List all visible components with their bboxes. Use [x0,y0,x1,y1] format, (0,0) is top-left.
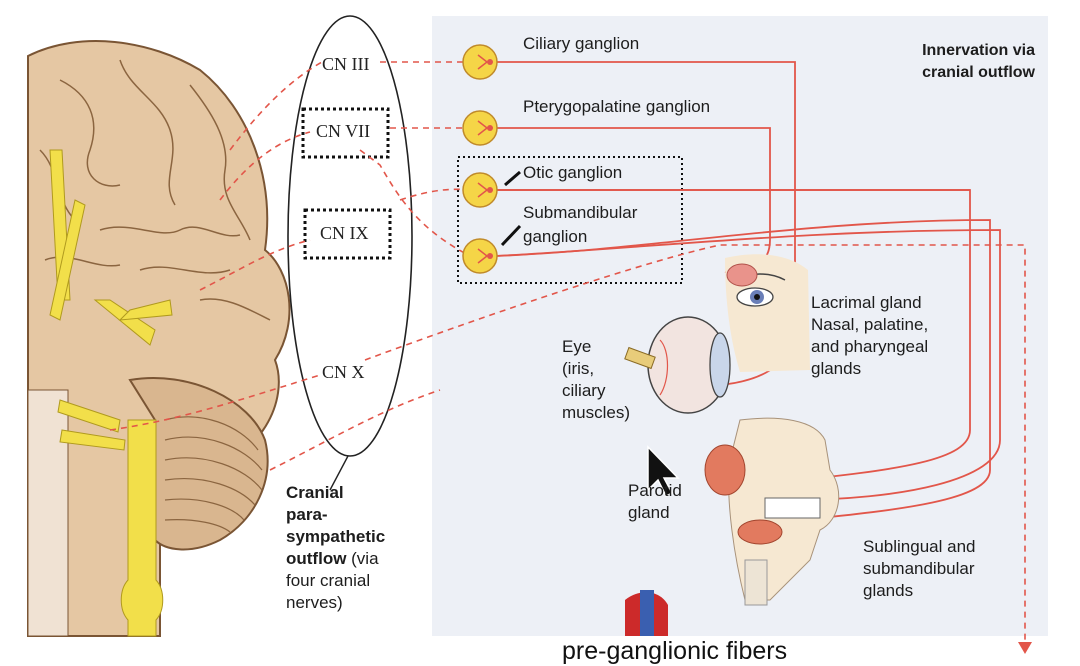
cn-iii-label: CN III [322,54,370,74]
eye-label: Eye (iris, ciliary muscles) [562,336,630,424]
cn-ix-highlight [303,208,392,260]
ganglion-submandibular [462,238,498,274]
panel-title: Innervation via cranial outflow [922,42,1035,81]
sublingual-label-line: Sublingual and [863,537,976,556]
cn-vii-label: CN VII [316,121,371,141]
cn-vii-highlight [301,107,390,159]
lacrimal-label: Lacrimal gland Nasal, palatine, and phar… [811,292,928,380]
pterygopalatine-ganglion-label: Pterygopalatine ganglion [523,97,711,116]
ciliary-ganglion-label: Ciliary ganglion [523,34,640,53]
otic-ganglion-label: Otic ganglion [523,163,623,182]
mouse-cursor [647,445,680,498]
sublingual-label-line: glands [863,581,914,600]
eye-illustration [624,316,731,414]
otic-submandibular-highlight [457,156,683,284]
eye-label-line: muscles) [562,403,631,422]
lacrimal-label-line: Nasal, palatine, [811,315,929,334]
brain-illustration [27,40,291,637]
sublingual-label: Sublingual and submandibular glands [863,536,975,602]
cranial-nerve-oval [287,15,413,457]
brain-fibers [109,61,323,431]
outflow-bold-word: outflow [286,549,347,568]
footer-caption: pre-ganglionic fibers [562,637,788,665]
lacrimal-label-line: Lacrimal gland [811,293,922,312]
preganglionic-fibers [269,61,1026,645]
parotid-label-line: Parotid [628,481,682,500]
cn-ix-label: CN IX [320,223,369,243]
outflow-caption-line: four cranial [286,571,371,590]
submandibular-ganglion-label-line2: ganglion [523,227,588,246]
ganglion-ciliary [462,44,498,80]
head-illustration [704,417,840,606]
outflow-caption-mixed-line: outflow (via [286,548,385,570]
eye-label-line: Eye [562,337,592,356]
ganglion-pterygopalatine [462,110,498,146]
submandibular-ganglion-label-line1: Submandibular [523,203,638,222]
heart-illustration [625,590,668,636]
outflow-caption-line: Cranial [286,483,344,502]
outflow-rest: (via [346,549,379,568]
sublingual-label-line: submandibular [863,559,975,578]
outflow-caption-line: para- [286,505,328,524]
eye-label-line: ciliary [562,381,606,400]
lacrimal-label-line: and pharyngeal [811,337,929,356]
cn-x-label: CN X [322,362,365,382]
parotid-label: Parotid gland [628,480,682,524]
lacrimal-face-illustration [725,254,810,372]
eye-label-line: (iris, [562,359,595,378]
parotid-label-line: gland [628,503,670,522]
outflow-caption: Cranial para- sympathetic outflow (via f… [286,482,385,614]
ganglion-otic [462,172,498,208]
lacrimal-label-line: glands [811,359,862,378]
outflow-caption-line: sympathetic [286,527,386,546]
outflow-caption-line: nerves) [286,593,343,612]
